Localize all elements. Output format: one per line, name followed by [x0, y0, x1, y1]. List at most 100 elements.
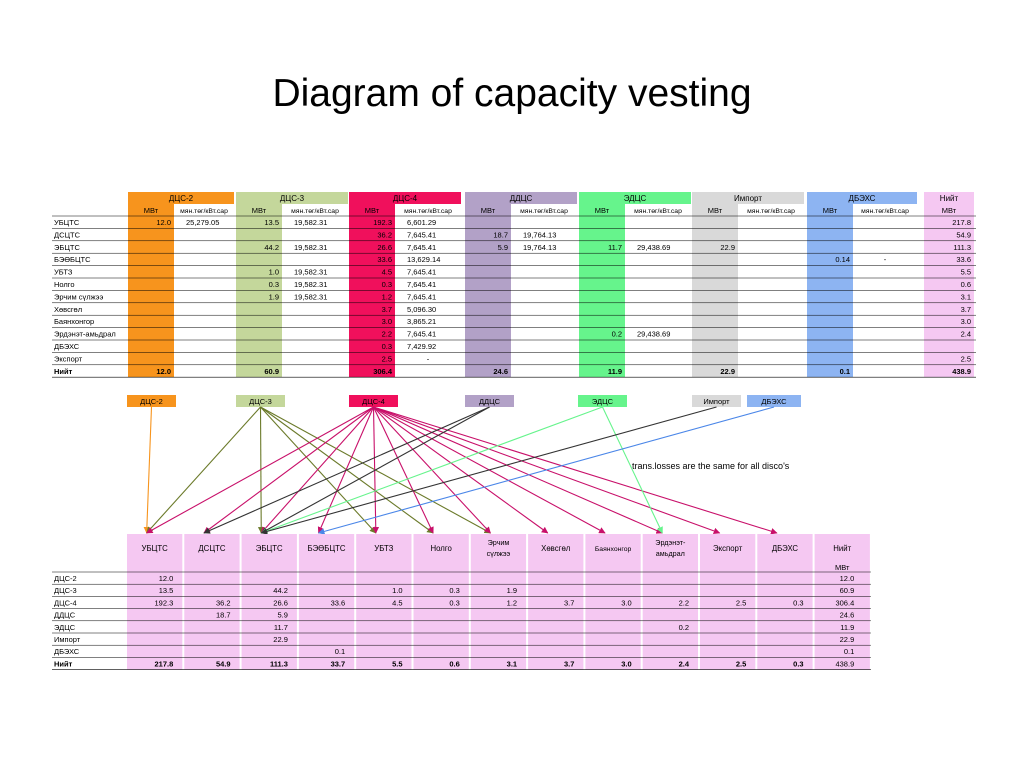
source-label: ДЦС-4 [54, 598, 77, 607]
flow-arrow-dcs3 [146, 406, 261, 534]
mw-value: 0.14 [835, 255, 850, 264]
price-unit-label: мян.төг/кВт.сар [634, 208, 682, 215]
dest-header: УБЦТС [142, 544, 169, 553]
mw-value: 1.2 [382, 292, 392, 301]
dest-header-bg [814, 534, 870, 562]
price-unit-label: мян.төг/кВт.сар [291, 208, 339, 215]
mw-value: 0.3 [269, 280, 279, 289]
source-label: Нийт [54, 659, 73, 668]
flow-arrows [143, 406, 778, 535]
flow-arrow-edcs [260, 406, 603, 535]
dist-value: 5.9 [277, 611, 287, 620]
flow-arrow-dcs3 [260, 406, 377, 534]
dest-column-bg [413, 562, 469, 670]
dist-value: 5.5 [392, 659, 402, 668]
dest-column-bg [585, 562, 641, 670]
dest-header-bg [241, 534, 297, 562]
mw-unit-label: МВт [823, 206, 838, 215]
dist-value: 0.3 [793, 598, 803, 607]
dest-column-bg [528, 562, 584, 670]
source-label: Импорт [54, 635, 81, 644]
producer-name-ddcs: ДДЦС [510, 194, 533, 203]
producer-header-dbehs [807, 192, 917, 204]
mw-value: 3.1 [961, 292, 971, 301]
dest-header-bg [184, 534, 240, 562]
producer-header-total [924, 192, 974, 204]
dist-value: 0.1 [335, 647, 345, 656]
dest-column-bg [184, 562, 240, 670]
dest-header: УБТЗ [374, 544, 393, 553]
dist-value: 192.3 [155, 598, 174, 607]
mw-value: 111.3 [953, 243, 971, 252]
mw-value: 26.6 [377, 243, 392, 252]
mw-unit-label: МВт [481, 206, 496, 215]
dist-value: 0.3 [449, 598, 459, 607]
dest-column-bg [356, 562, 412, 670]
total-unit-label: МВт [835, 563, 850, 572]
dist-value: 0.3 [449, 586, 459, 595]
price-unit-label: мян.төг/кВт.сар [520, 208, 568, 215]
price-value: 29,438.69 [637, 330, 670, 339]
mid-label-edcs [578, 395, 627, 407]
dist-value: 60.9 [840, 586, 855, 595]
dist-value: 3.7 [564, 659, 574, 668]
dest-header-bg [356, 534, 412, 562]
flow-arrow-ddcs [260, 406, 490, 534]
source-label: ЭДЦС [54, 623, 76, 632]
dist-value: 3.7 [564, 598, 574, 607]
dest-header: Нолго [430, 544, 452, 553]
mw-value: 3.0 [382, 317, 392, 326]
row-label: ЭБЦТС [54, 243, 80, 252]
price-value: 13,629.14 [407, 255, 440, 264]
dist-value: 1.2 [507, 598, 517, 607]
dest-header: ЭБЦТС [256, 544, 283, 553]
producer-header-dcs2 [128, 192, 234, 204]
mid-label-text-import: Импорт [703, 397, 730, 406]
mw-value: 22.9 [720, 367, 735, 376]
mw-value: 438.9 [952, 367, 971, 376]
mid-label-import [692, 395, 741, 407]
mw-value: 2.5 [961, 354, 971, 363]
price-value: 19,764.13 [523, 230, 556, 239]
price-value: 19,764.13 [523, 243, 556, 252]
mw-value: 33.6 [956, 255, 971, 264]
dist-value: 26.6 [273, 598, 288, 607]
dist-value: 2.5 [736, 659, 746, 668]
row-label: УБЦТС [54, 218, 80, 227]
dist-value: 111.3 [270, 659, 288, 668]
source-label: ДБЭХС [54, 647, 80, 656]
mid-label-text-ddcs: ДДЦС [479, 397, 501, 406]
dest-column-bg [814, 562, 870, 670]
dist-value: 3.1 [507, 659, 517, 668]
mid-label-text-dcs4: ДЦС-4 [362, 397, 385, 406]
mw-value: 33.6 [377, 255, 392, 264]
mw-value: 5.9 [498, 243, 508, 252]
mw-value: 0.3 [382, 280, 392, 289]
dist-value: 4.5 [392, 598, 402, 607]
mw-value: 11.7 [608, 243, 622, 252]
dest-column-bg [470, 562, 527, 670]
mw-value: 0.3 [382, 342, 392, 351]
dist-value: 18.7 [216, 611, 231, 620]
mid-label-dbehs [747, 395, 801, 407]
mw-unit-label: МВт [708, 206, 723, 215]
mw-value: 0.6 [961, 280, 971, 289]
price-value: 7,645.41 [407, 292, 436, 301]
dest-header: ДБЭХС [772, 544, 799, 553]
dest-header-bg [470, 534, 527, 562]
dest-header-bg [413, 534, 469, 562]
price-value: 19,582.31 [294, 218, 327, 227]
dest-header: Экспорт [713, 544, 743, 553]
mw-value: 1.0 [269, 268, 279, 277]
mid-label-ddcs [465, 395, 514, 407]
mw-value: 2.2 [382, 330, 392, 339]
mw-unit-label: МВт [595, 206, 610, 215]
dest-column-bg [127, 562, 183, 670]
dist-value: 22.9 [840, 635, 855, 644]
dest-column-bg [241, 562, 297, 670]
mw-value: 36.2 [377, 230, 392, 239]
dist-value: 22.9 [273, 635, 288, 644]
